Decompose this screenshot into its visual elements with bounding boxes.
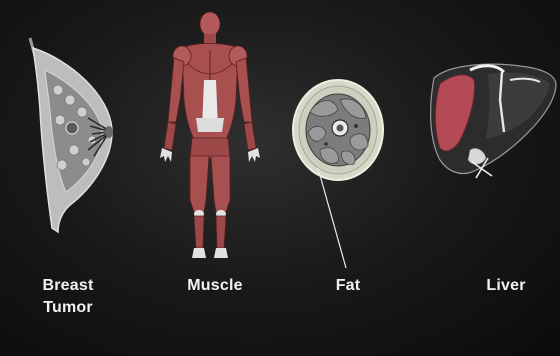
liver-illustration	[431, 64, 556, 178]
label-breast-tumor-line2: Tumor	[28, 297, 108, 319]
label-breast-tumor-line1: Breast	[28, 275, 108, 297]
label-fat: Fat	[318, 275, 378, 297]
label-muscle: Muscle	[170, 275, 260, 297]
human-muscle-figure	[160, 12, 260, 258]
label-breast-tumor: Breast Tumor	[28, 275, 108, 319]
label-liver: Liver	[466, 275, 546, 297]
thigh-cross-section	[293, 80, 383, 268]
breast-tumor-illustration	[30, 38, 113, 232]
